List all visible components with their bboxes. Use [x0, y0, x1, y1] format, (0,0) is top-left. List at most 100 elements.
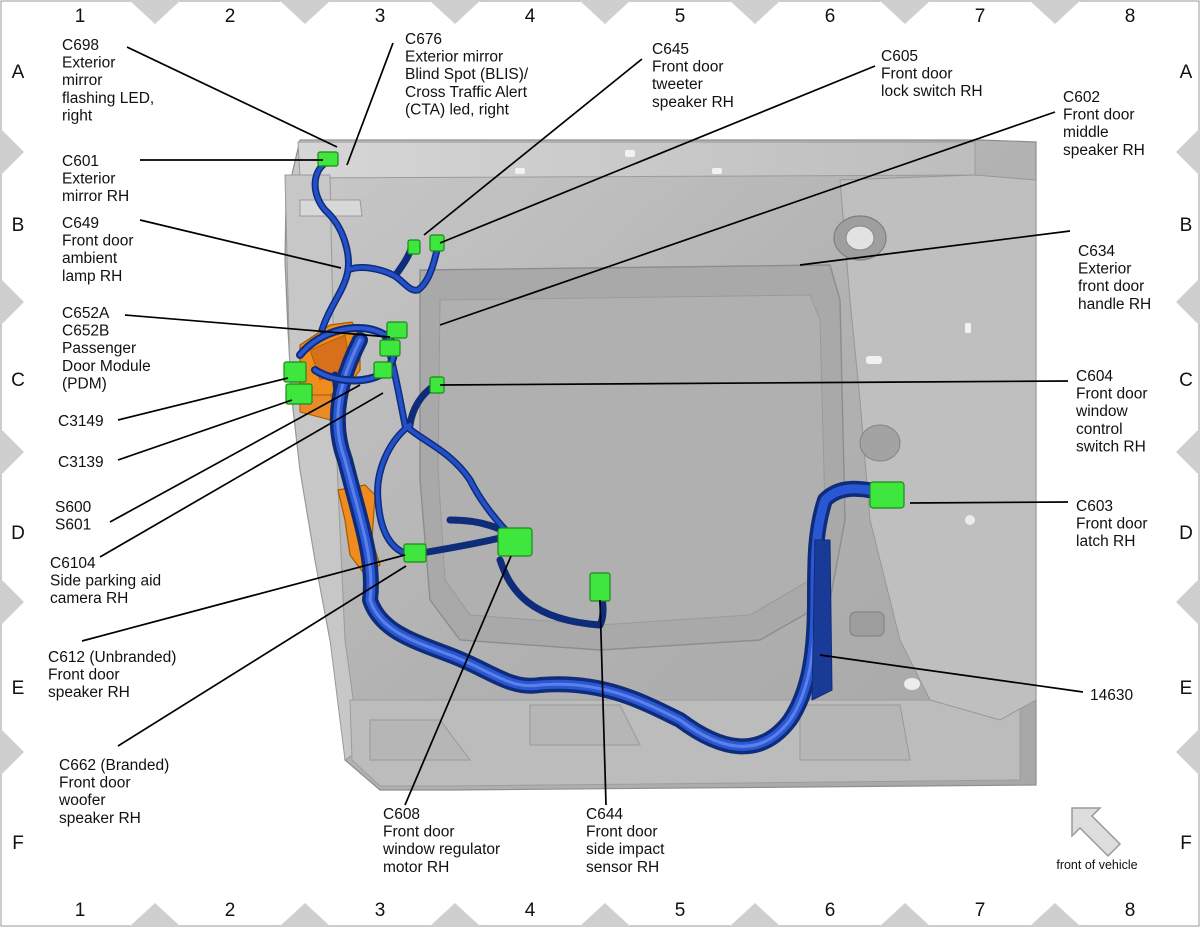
callout-c662-line: speaker RH — [59, 810, 141, 827]
top-column-label-2: 2 — [225, 6, 236, 27]
callout-c602-line: speaker RH — [1063, 142, 1145, 159]
top-frame-marker-3 — [429, 0, 481, 24]
connector-c644 — [589, 572, 611, 602]
bottom-column-label-8: 8 — [1125, 900, 1136, 921]
right-row-label-C: C — [1179, 370, 1193, 391]
callout-c634-line: Exterior — [1078, 261, 1131, 278]
connector-c698 — [317, 151, 339, 167]
callout-c6104-line: Side parking aid — [50, 573, 161, 590]
leader-lines — [81, 42, 1084, 806]
callout-c612-line: C612 (Unbranded) — [48, 649, 176, 666]
right-row-label-E: E — [1180, 678, 1193, 699]
bottom-frame-marker-2 — [279, 903, 331, 927]
bottom-column-label-1: 1 — [75, 900, 86, 921]
callout-c603-line: latch RH — [1076, 533, 1135, 550]
callout-c612-line: Front door — [48, 667, 120, 684]
top-column-label-5: 5 — [675, 6, 686, 27]
callout-c649-line: C649 — [62, 215, 99, 232]
callout-c698-line: mirror — [62, 72, 102, 89]
callout-c602-line: C602 — [1063, 89, 1100, 106]
callout-c601-line: Exterior — [62, 171, 115, 188]
callout-c676-line: Blind Spot (BLIS)/ — [405, 66, 529, 83]
callout-c652-line: C652B — [62, 323, 109, 340]
left-row-label-B: B — [12, 215, 25, 236]
bottom-frame-marker-3 — [429, 903, 481, 927]
callout-c604-line: Front door — [1076, 386, 1148, 403]
callout-c698-line: flashing LED, — [62, 90, 154, 107]
top-frame-marker-1 — [129, 0, 181, 24]
right-frame-marker-5 — [1176, 728, 1200, 776]
callout-c644-line: Front door — [586, 824, 658, 841]
callout-s600-line: S601 — [55, 517, 91, 534]
callout-c604-line: C604 — [1076, 368, 1113, 385]
connector-c608 — [497, 527, 533, 557]
callout-c676-line: (CTA) led, right — [405, 101, 510, 118]
connector-s600 — [373, 361, 393, 379]
callout-c645-line: C645 — [652, 41, 689, 58]
callout-c3139: C3139 — [58, 454, 104, 471]
callout-c645-line: tweeter — [652, 76, 703, 93]
callout-c602-line: middle — [1063, 124, 1109, 141]
callout-c634-line: handle RH — [1078, 296, 1151, 313]
left-frame-marker-5 — [0, 728, 24, 776]
callout-c6104-line: C6104 — [50, 555, 96, 572]
callout-c662-line: Front door — [59, 775, 131, 792]
callout-c662-line: C662 (Branded) — [59, 757, 169, 774]
bottom-column-label-6: 6 — [825, 900, 836, 921]
right-row-label-F: F — [1180, 833, 1192, 854]
callout-c608-line: Front door — [383, 824, 455, 841]
right-frame-marker-2 — [1176, 278, 1200, 326]
bottom-column-label-4: 4 — [525, 900, 536, 921]
callout-c601-line: mirror RH — [62, 188, 129, 205]
top-column-label-6: 6 — [825, 6, 836, 27]
callout-c652-line: Passenger — [62, 340, 136, 357]
callout-s600-line: S600 — [55, 499, 92, 516]
callout-c644-line: C644 — [586, 806, 623, 823]
arrow-up-left-icon — [1071, 807, 1122, 858]
callout-c662-line: woofer — [58, 792, 106, 809]
left-frame-marker-2 — [0, 278, 24, 326]
callout-c634-line: C634 — [1078, 243, 1115, 260]
callout-c698-line: C698 — [62, 37, 99, 54]
top-column-label-4: 4 — [525, 6, 536, 27]
top-frame-marker-5 — [729, 0, 781, 24]
callout-c698-line: Exterior — [62, 55, 115, 72]
top-frame-marker-4 — [579, 0, 631, 24]
bottom-column-label-3: 3 — [375, 900, 386, 921]
callout-c676-line: Cross Traffic Alert — [405, 84, 528, 101]
callout-c3149: C3149 — [58, 413, 104, 430]
callout-c604-line: window — [1075, 403, 1128, 420]
top-frame-marker-2 — [279, 0, 331, 24]
right-frame-marker-1 — [1176, 128, 1200, 176]
callout-c605-line: Front door — [881, 66, 953, 83]
callout-c652-line: (PDM) — [62, 375, 107, 392]
callout-h14630-line: 14630 — [1090, 687, 1133, 704]
connector-c676-tweeter — [407, 239, 421, 255]
bottom-frame-marker-4 — [579, 903, 631, 927]
callout-c698-line: right — [62, 107, 93, 124]
callout-c649-line: ambient — [62, 250, 118, 267]
callout-h14630: 14630 — [1090, 687, 1133, 704]
callout-c645-line: Front door — [652, 59, 724, 76]
callout-c603-line: Front door — [1076, 516, 1148, 533]
connector-c3149 — [283, 361, 307, 383]
left-frame-marker-1 — [0, 128, 24, 176]
top-column-label-7: 7 — [975, 6, 986, 27]
top-column-label-3: 3 — [375, 6, 386, 27]
connector-c603 — [869, 481, 905, 509]
callout-c608-line: window regulator — [382, 841, 500, 858]
callout-c644-line: sensor RH — [586, 859, 659, 876]
bottom-column-label-2: 2 — [225, 900, 236, 921]
callout-c3139-line: C3139 — [58, 454, 104, 471]
